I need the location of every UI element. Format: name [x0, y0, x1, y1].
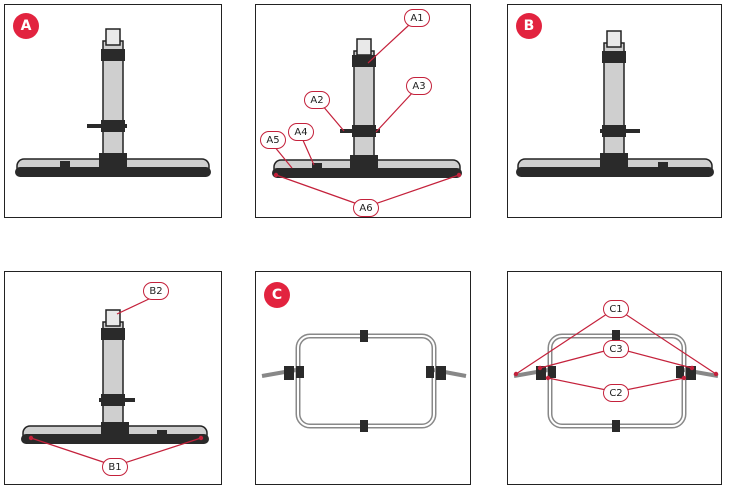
callout-a4: A4 — [288, 123, 314, 141]
t-bar-flipped-callout-drawing — [21, 297, 209, 467]
t-bar-flipped-drawing — [516, 30, 714, 177]
step-badge-c: C — [264, 282, 290, 308]
panel-a-detail: A1 A2 A3 A4 A5 A6 — [255, 4, 471, 218]
panel-b: B — [507, 4, 722, 218]
panel-a: A — [4, 4, 222, 218]
callout-c2: C2 — [603, 384, 629, 402]
callout-c1: C1 — [603, 300, 629, 318]
step-badge-b: B — [516, 13, 542, 39]
frame-drawing — [261, 330, 467, 432]
callout-a5: A5 — [260, 131, 286, 149]
callout-b2: B2 — [143, 282, 169, 300]
callout-a3: A3 — [406, 77, 432, 95]
callout-a2: A2 — [304, 91, 330, 109]
panel-c-detail: C1 C3 C2 — [507, 271, 722, 485]
panel-b-detail: B2 B1 — [4, 271, 222, 485]
t-bar-callout-drawing — [272, 24, 462, 208]
callout-b1: B1 — [102, 458, 128, 476]
callout-a1: A1 — [404, 9, 430, 27]
callout-a6: A6 — [353, 199, 379, 217]
callout-c3: C3 — [603, 340, 629, 358]
step-badge-a: A — [13, 13, 39, 39]
panel-c: C — [255, 271, 471, 485]
frame-callout-drawing — [513, 307, 719, 432]
t-bar-drawing — [15, 28, 211, 177]
